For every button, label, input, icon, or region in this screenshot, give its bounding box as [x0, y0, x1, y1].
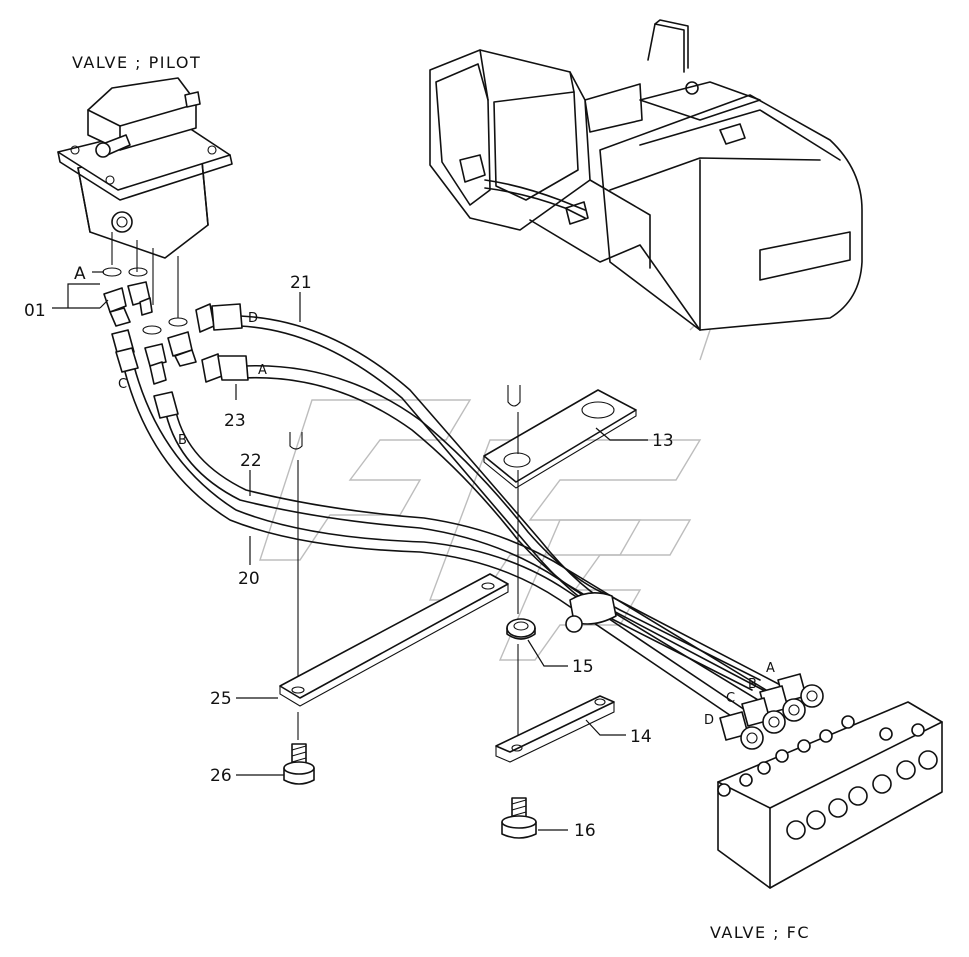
bracket-assembly-right	[483, 385, 637, 839]
captions: VALVE ; PILOT VALVE ; FC	[72, 53, 810, 942]
port-label-d-pilot: D	[248, 311, 258, 326]
hose-ends-pilot	[111, 303, 249, 419]
leader-lines	[52, 271, 648, 831]
part-label-01: 01	[24, 301, 46, 321]
port-label-a-pilot: A	[258, 363, 267, 378]
part-label-20: 20	[238, 569, 260, 589]
hose-ends-fc	[719, 673, 824, 750]
part-label-16: 16	[574, 821, 596, 841]
bracket-assembly-left	[279, 432, 509, 785]
port-label-d-fc: D	[704, 713, 714, 728]
part-numbers: 01 A 21 23 22 20 13 15 14 16 25 26	[24, 264, 674, 841]
port-label-b-pilot: B	[178, 433, 187, 448]
fc-valve-illustration	[717, 701, 943, 889]
excavator-illustration	[429, 19, 863, 331]
pilot-valve-illustration	[57, 77, 233, 335]
port-label-a-fc: A	[766, 661, 775, 676]
part-label-21: 21	[290, 273, 312, 293]
detail-ref-label: A	[74, 264, 86, 284]
part-label-22: 22	[240, 451, 262, 471]
pilot-valve-caption: VALVE ; PILOT	[72, 53, 201, 72]
hose-bundle	[123, 315, 791, 723]
part-label-14: 14	[630, 727, 652, 747]
part-label-25: 25	[210, 689, 232, 709]
port-letters: D A C B A B C D	[118, 311, 775, 728]
port-label-c-fc: C	[726, 691, 735, 706]
port-label-b-fc: B	[748, 677, 757, 692]
hose-clamp	[565, 592, 617, 633]
fc-valve-caption: VALVE ; FC	[710, 923, 810, 942]
pilot-fittings	[103, 281, 197, 385]
part-label-15: 15	[572, 657, 594, 677]
part-label-23: 23	[224, 411, 246, 431]
watermark-logo	[259, 299, 721, 661]
part-label-26: 26	[210, 766, 232, 786]
port-label-c-pilot: C	[118, 377, 127, 392]
part-label-13: 13	[652, 431, 674, 451]
